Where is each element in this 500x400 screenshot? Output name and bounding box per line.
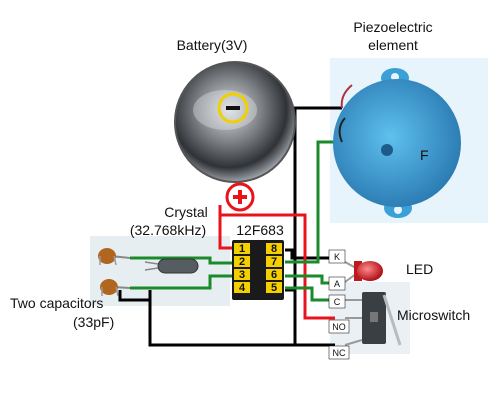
wire-pin5-to-switch-c — [285, 286, 335, 302]
pin-label-7: 7 — [271, 256, 277, 268]
led-body — [357, 261, 383, 281]
label-piezo-line2: element — [368, 37, 418, 53]
microswitch — [344, 292, 402, 346]
pin-label-2: 2 — [239, 256, 245, 268]
label-capacitors-line1: Two capacitors — [10, 295, 103, 311]
label-microswitch: Microswitch — [397, 307, 470, 323]
terminal-a: A — [334, 279, 340, 289]
wire-crystal-pin2 — [130, 256, 232, 265]
wire-pin8-to-led-k — [285, 248, 335, 260]
label-led: LED — [406, 261, 433, 277]
pin-label-4: 4 — [239, 282, 246, 294]
label-crystal-line1: Crystal — [164, 204, 208, 220]
labels: Battery(3V) Piezoelectric element Crysta… — [10, 19, 470, 330]
wire-pin6-to-led-a — [285, 274, 335, 285]
wire-ground-bus — [148, 108, 297, 347]
capacitors — [98, 248, 131, 297]
pin-label-8: 8 — [271, 243, 277, 255]
terminal-nc: NC — [333, 348, 346, 358]
battery-minus-marker — [217, 92, 249, 124]
terminal-markers: K A C NO NC — [328, 249, 350, 360]
green-wires — [130, 140, 342, 302]
label-crystal-line2: (32.768kHz) — [130, 222, 206, 238]
crystal — [144, 258, 199, 274]
black-wires — [118, 106, 342, 347]
piezo-hole — [381, 144, 393, 156]
piezo-element: F — [333, 68, 461, 218]
pin-pad-6 — [266, 269, 282, 280]
ic-12f683: 1 2 3 4 8 7 6 5 — [232, 240, 284, 300]
plus-sign-v — [238, 190, 242, 204]
label-piezo-line1: Piezoelectric — [353, 19, 432, 35]
piezo-body — [333, 79, 461, 207]
capacitor-2 — [100, 279, 118, 295]
pin-pad-5 — [266, 282, 282, 293]
microswitch-lever — [382, 294, 402, 346]
pin-pad-7 — [266, 256, 282, 267]
pin-pad-2 — [234, 256, 250, 267]
terminal-c: C — [334, 297, 341, 307]
wire-battery-plus-to-no — [220, 213, 335, 320]
pin-pad-4 — [234, 282, 250, 293]
pin-pad-1 — [234, 243, 250, 254]
red-wires — [218, 205, 335, 320]
pin-pad-3 — [234, 269, 250, 280]
capacitor-1 — [98, 248, 116, 264]
pin-label-6: 6 — [271, 269, 277, 281]
wire-plus-to-pin1 — [218, 205, 232, 250]
wire-pin7-to-piezo — [285, 140, 342, 264]
wire-crystal-pin3 — [130, 274, 232, 290]
pin-label-5: 5 — [271, 282, 277, 294]
pin-pad-8 — [266, 243, 282, 254]
terminal-k: K — [334, 252, 340, 262]
crystal-body — [157, 258, 199, 274]
piezo-lead-red — [340, 84, 353, 109]
label-ic-name: 12F683 — [236, 222, 284, 238]
pin-label-1: 1 — [239, 243, 245, 255]
label-capacitors-line2: (33pF) — [73, 314, 114, 330]
led — [344, 261, 383, 283]
pin-label-3: 3 — [239, 269, 245, 281]
label-battery: Battery(3V) — [177, 37, 248, 53]
piezo-lead-black — [338, 117, 346, 143]
terminal-no: NO — [332, 322, 346, 332]
battery — [174, 61, 296, 212]
piezo-mark: F — [420, 147, 429, 163]
minus-sign-icon — [226, 106, 240, 110]
